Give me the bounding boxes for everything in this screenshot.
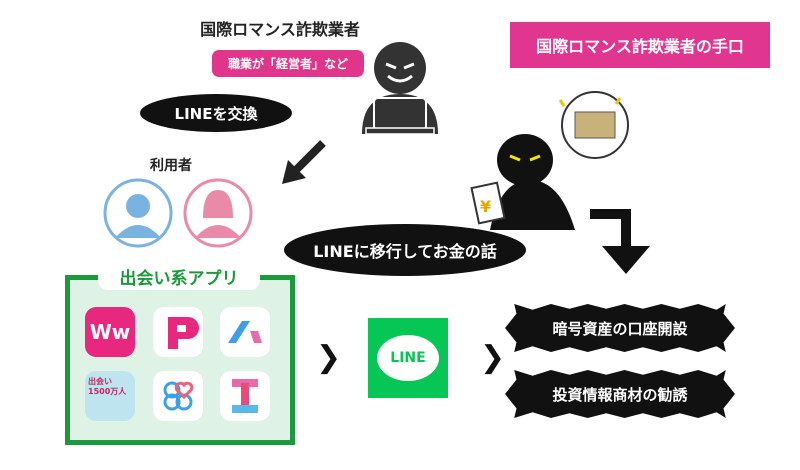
female-user-icon (183, 178, 253, 248)
app-icon-ikukuru: 出会い1500万人 (85, 371, 135, 421)
app-icon-pairs (153, 307, 203, 357)
svg-text:¥: ¥ (480, 197, 491, 216)
occupation-tag: 職業が「経営者」など (212, 50, 364, 77)
chevron-right-icon: ❯ (480, 340, 506, 375)
chevron-right-icon: ❯ (316, 340, 342, 375)
arrow-down-left-icon (282, 140, 326, 184)
scammer-money-icon: ¥ (470, 91, 629, 230)
line-app-icon: LINE (368, 318, 448, 398)
outcome-crypto-account: 暗号資産の口座開設 (505, 304, 735, 352)
bent-arrow-down-icon (590, 209, 650, 274)
users-label: 利用者 (150, 158, 192, 174)
line-label: LINE (377, 335, 439, 381)
app-icon-omiai (220, 371, 270, 421)
exchange-line-bubble: LINEを交換 (140, 94, 292, 132)
scammer-laptop-icon (362, 42, 438, 135)
outcome-investment-info: 投資情報商材の勧誘 (505, 370, 735, 418)
app-icon-with (153, 371, 203, 421)
app-icon-ww: Ww (85, 307, 135, 357)
scammer-title: 国際ロマンス詐欺業者 (200, 20, 360, 39)
dating-apps-label: 出会い系アプリ (98, 262, 260, 290)
move-to-line-bubble: LINEに移行してお金の話 (284, 224, 526, 276)
app-icon-tapple (220, 307, 270, 357)
user-avatars (103, 178, 253, 248)
diagram-heading: 国際ロマンス詐欺業者の手口 (510, 22, 770, 68)
male-user-icon (103, 178, 173, 248)
